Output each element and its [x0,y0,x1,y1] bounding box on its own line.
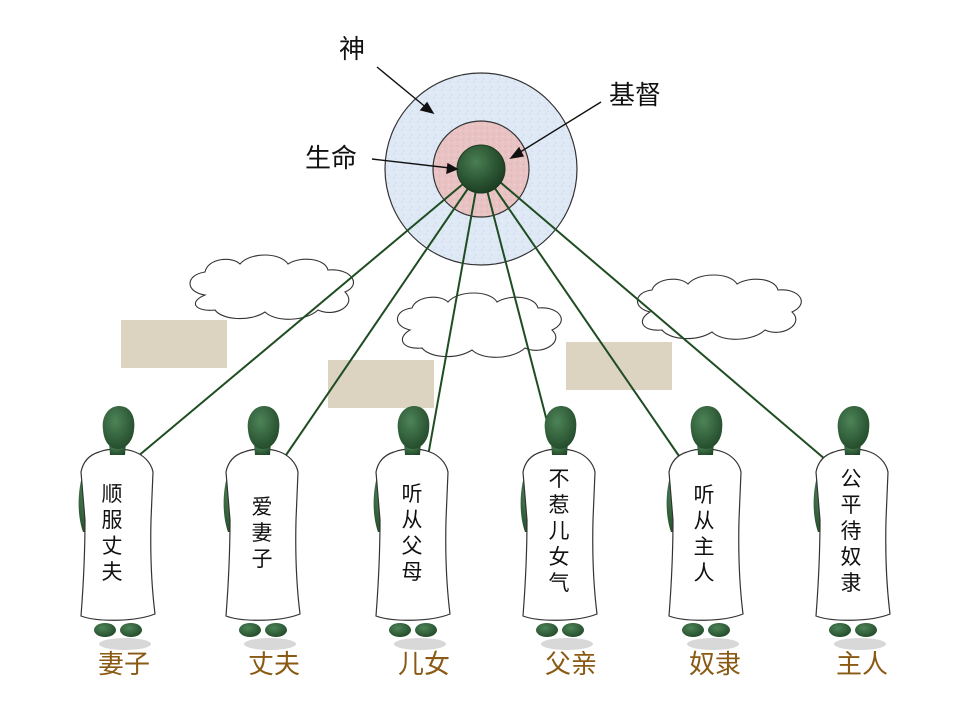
figure-head [544,406,577,449]
role-label-father: 父亲 [544,650,597,680]
duty-char: 公 [840,467,862,491]
figure-robe [80,448,156,621]
duty-char: 爱 [251,495,273,519]
figure-robe [225,448,301,621]
duty-char: 女 [548,545,570,570]
duty-char: 气 [548,571,570,596]
label-life: 生命 [305,144,358,174]
duty-text-wife: 顺服丈夫 [97,481,127,585]
figure-robe [375,448,451,621]
label-christ: 基督 [609,81,662,111]
tan-box [566,342,672,390]
figure-foot [120,623,142,637]
figure-head [102,406,135,449]
figure-robe [668,448,744,621]
duty-char: 主 [693,535,715,560]
duty-char: 隶 [840,571,862,596]
person-figure [666,406,744,650]
duty-text-husband: 爱妻子 [247,494,277,572]
role-label-wife: 妻子 [97,650,150,680]
role-label-children: 儿女 [397,650,450,680]
figure-robe [815,448,891,621]
figure-head [690,406,723,449]
figure-foot [536,623,558,637]
figure-foot [682,623,704,637]
figure-foot [415,623,437,637]
duty-char: 从 [401,508,423,533]
label-god: 神 [339,35,366,65]
figure-head [247,406,280,449]
duty-char: 夫 [101,560,123,585]
life-core [456,144,506,194]
person-figure [520,406,598,650]
duty-text-slave: 听从主人 [689,482,719,586]
tan-box [121,320,227,368]
person-figure [813,406,891,650]
duty-char: 父 [401,534,423,559]
duty-text-father: 不惹儿女气 [544,466,574,596]
duty-char: 从 [693,509,715,534]
duty-char: 顺 [101,482,123,506]
figure-shadow [541,638,593,650]
cloud [189,254,354,320]
duty-char: 不 [548,467,570,491]
person-figure [373,406,451,650]
role-label-master: 主人 [835,650,888,680]
duty-text-master: 公平待奴隶 [836,466,866,596]
role-label-husband: 丈夫 [247,650,300,680]
figure-foot [94,623,116,637]
figure-foot [389,623,411,637]
duty-char: 人 [693,561,715,586]
figure-head [397,406,430,449]
pointer-arrows [371,66,602,175]
duty-char: 丈 [101,534,123,559]
figure-shadow [244,638,296,650]
duty-char: 妻 [251,521,273,546]
role-label-slave: 奴隶 [688,650,741,680]
person-figure [78,406,156,650]
duty-char: 惹 [548,493,570,518]
figures-group [78,406,891,650]
duty-char: 听 [401,482,423,506]
duty-char: 待 [840,519,862,544]
duty-char: 听 [693,483,715,507]
connection-lines [136,181,827,461]
figure-foot [855,623,877,637]
figure-shadow [687,638,739,650]
duty-text-children: 听从父母 [397,481,427,585]
figure-robe [522,448,598,621]
duty-char: 子 [251,547,273,572]
duty-char: 服 [101,508,123,533]
figure-shadow [394,638,446,650]
figure-foot [562,623,584,637]
figure-shadow [99,638,151,650]
figure-foot [708,623,730,637]
figure-head [837,406,870,449]
person-figure [223,406,301,650]
duty-char: 母 [401,560,423,585]
duty-char: 儿 [548,519,570,544]
tan-box [328,360,434,408]
figure-foot [239,623,261,637]
duty-char: 平 [840,493,862,518]
figure-shadow [834,638,886,650]
duty-char: 奴 [840,545,862,570]
figure-foot [265,623,287,637]
cloud [396,292,562,358]
figure-foot [829,623,851,637]
cloud [636,274,802,340]
